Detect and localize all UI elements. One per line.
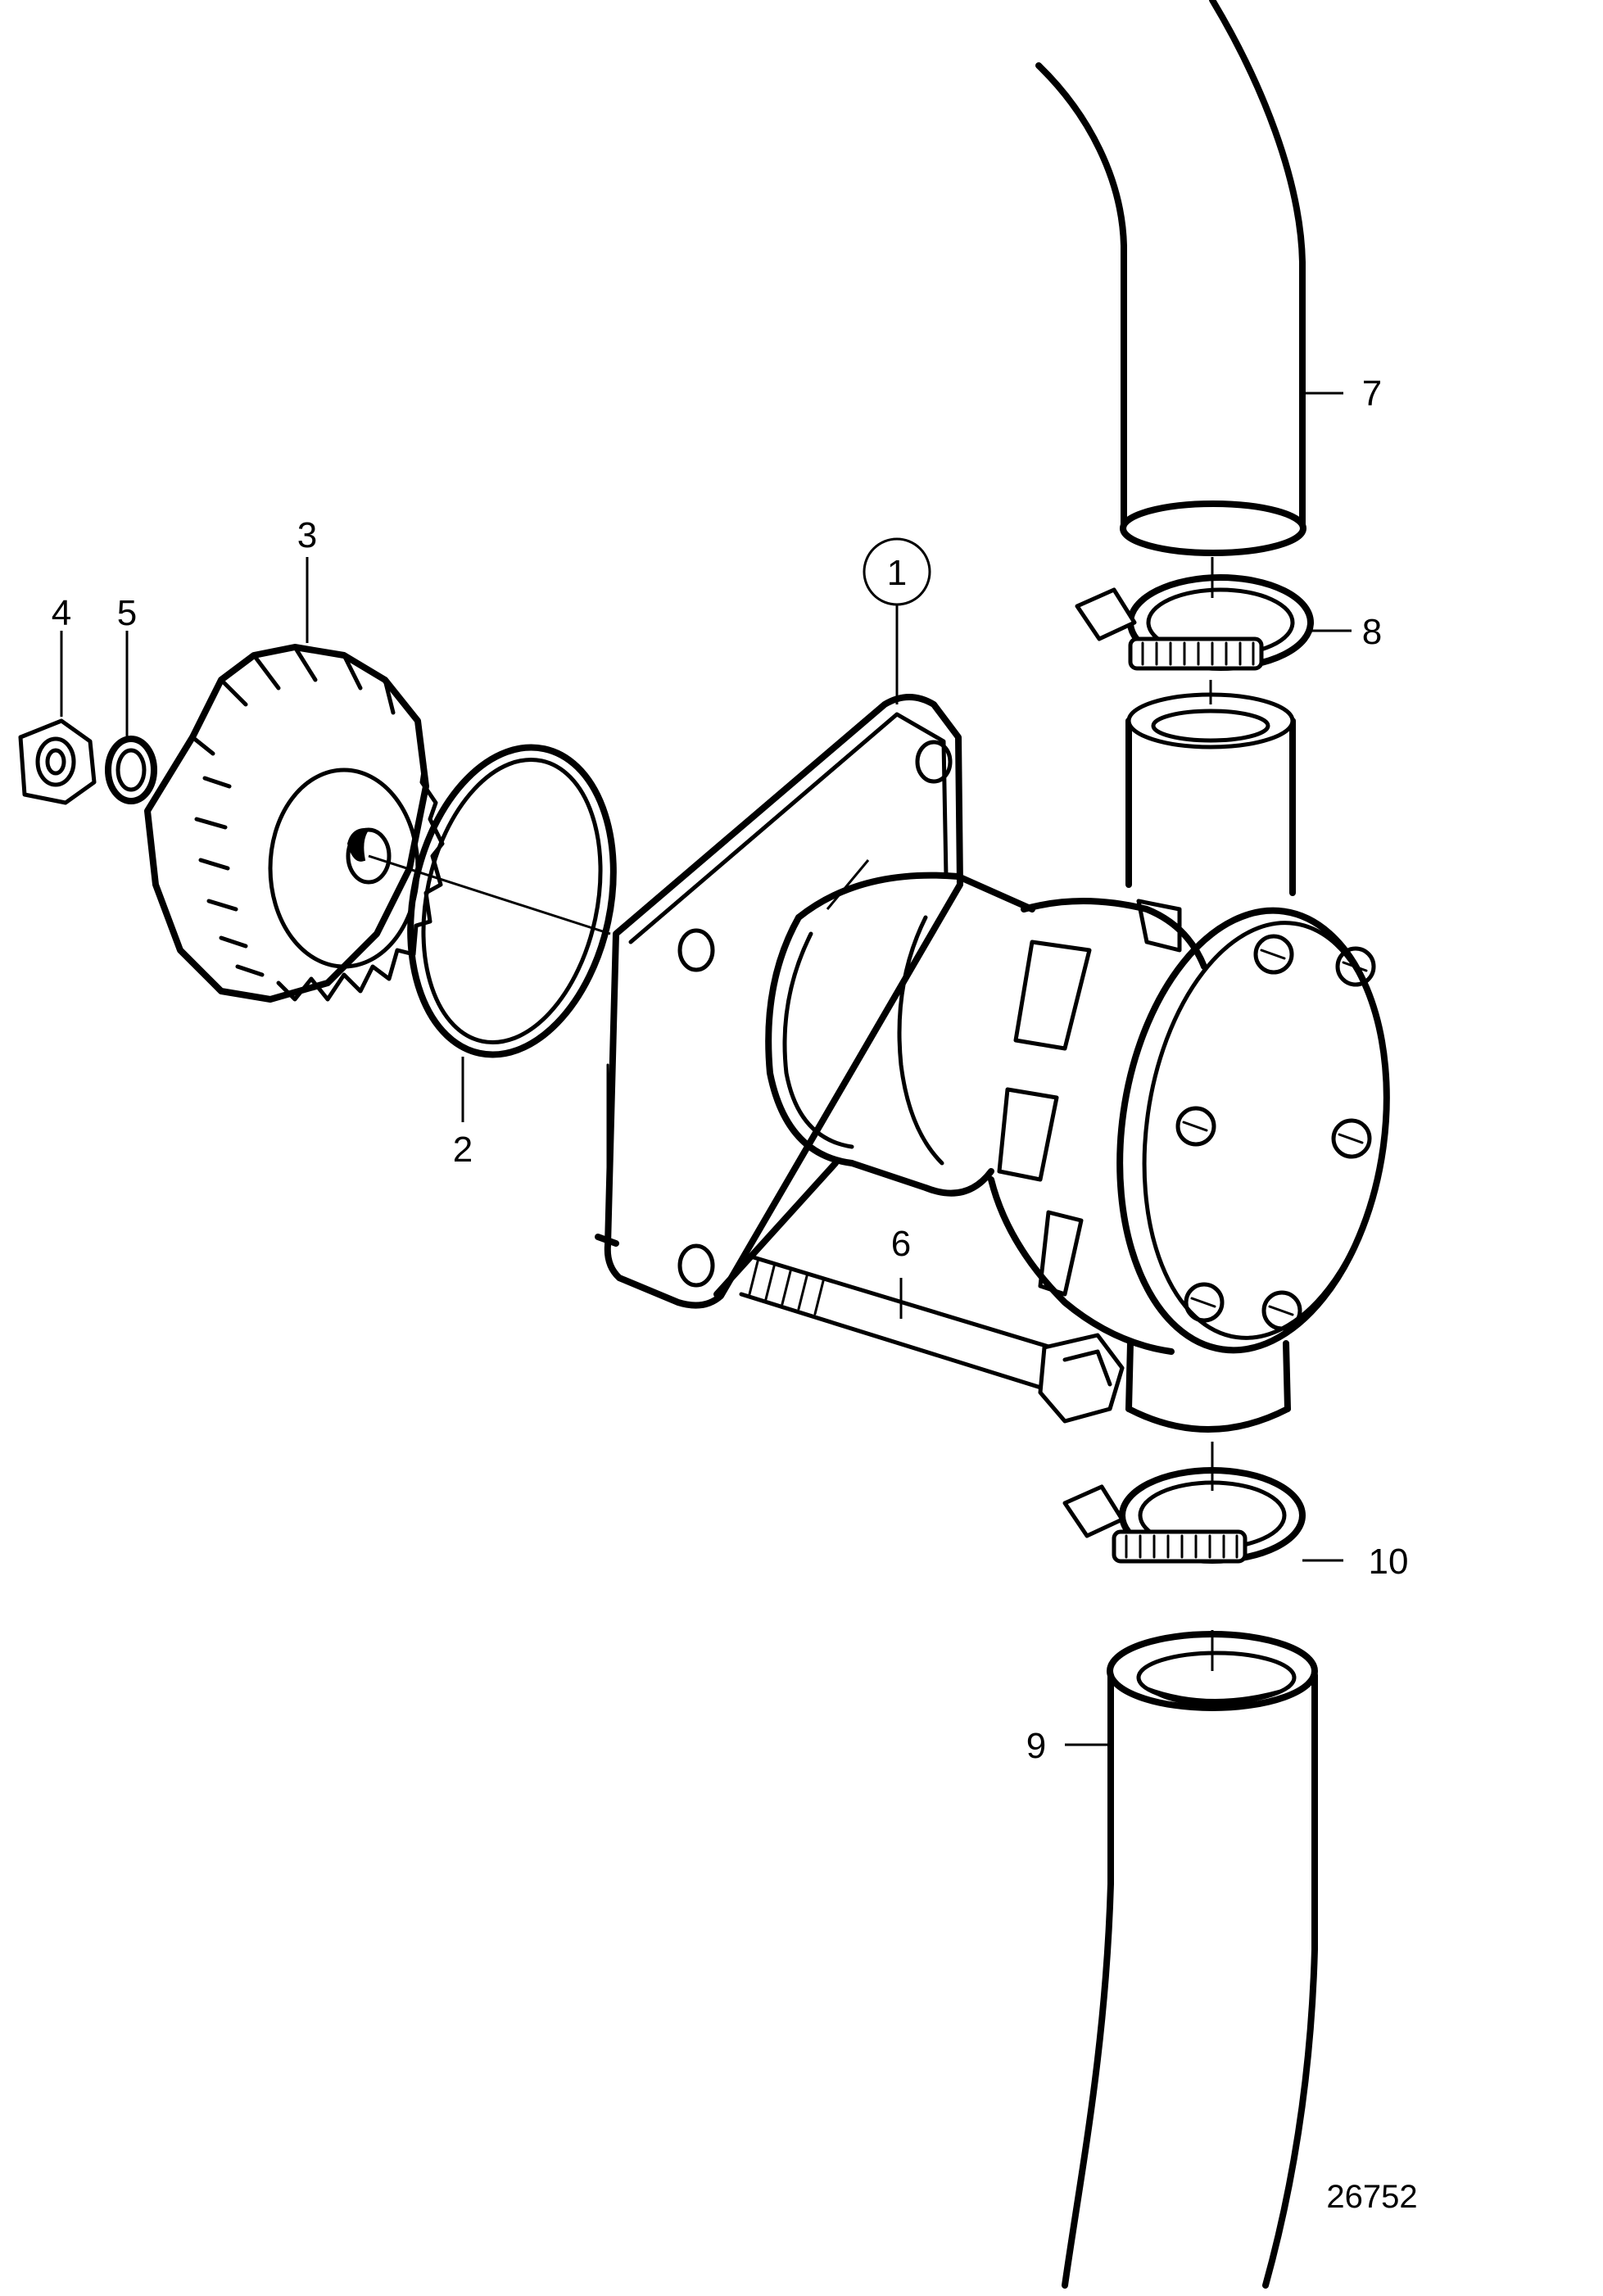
lock-washer bbox=[105, 631, 157, 804]
seawater-pump bbox=[595, 680, 1390, 1433]
lower-hose bbox=[1062, 1630, 1318, 2289]
cover-screws bbox=[1175, 934, 1376, 1331]
callout-10: 10 bbox=[1369, 1542, 1409, 1582]
callout-1: 1 bbox=[887, 553, 907, 593]
callout-8: 8 bbox=[1362, 612, 1382, 652]
callout-3: 3 bbox=[297, 515, 317, 555]
callout-2: 2 bbox=[453, 1130, 473, 1170]
callout-9: 9 bbox=[1026, 1726, 1046, 1766]
drawing-reference-number: 26752 bbox=[1326, 2179, 1417, 2215]
mounting-bolt bbox=[739, 1255, 1125, 1424]
upper-hose-clamp bbox=[1075, 557, 1352, 671]
callout-5: 5 bbox=[117, 593, 137, 633]
callout-7: 7 bbox=[1362, 374, 1382, 414]
callout-4: 4 bbox=[52, 593, 71, 633]
callout-6: 6 bbox=[891, 1224, 911, 1264]
drive-gear bbox=[144, 557, 611, 1003]
lower-hose-clamp bbox=[1062, 1442, 1343, 1564]
hex-nut bbox=[18, 631, 97, 805]
upper-hose bbox=[1035, 0, 1343, 556]
